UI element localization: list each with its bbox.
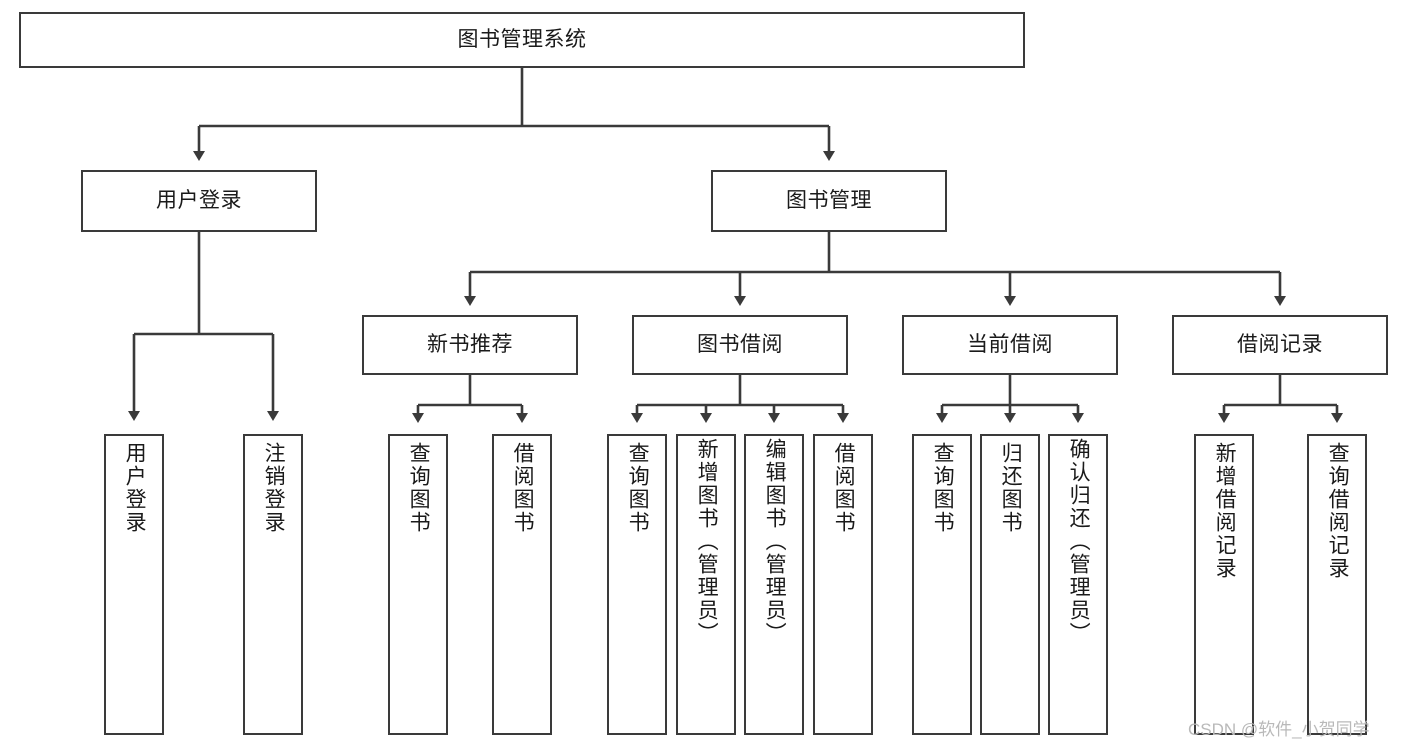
node-label: 查询图书	[407, 442, 431, 534]
node-label: 新书推荐	[427, 333, 513, 357]
leaf-add-book-admin[interactable]: 新增图书（管理员）	[676, 434, 736, 735]
leaf-borrow-book[interactable]: 借阅图书	[813, 434, 873, 735]
leaf-logout[interactable]: 注销登录	[243, 434, 303, 735]
leaf-add-borrow-record[interactable]: 新增借阅记录	[1194, 434, 1254, 735]
node-user-login[interactable]: 用户登录	[81, 170, 317, 232]
node-label: 编辑图书（管理员）	[763, 438, 787, 645]
node-book-management[interactable]: 图书管理	[711, 170, 947, 232]
leaf-edit-book-admin[interactable]: 编辑图书（管理员）	[744, 434, 804, 735]
node-label: 图书管理	[786, 189, 872, 213]
node-label: 确认归还（管理员）	[1067, 438, 1091, 645]
node-root-system[interactable]: 图书管理系统	[19, 12, 1025, 68]
node-new-book-recommend[interactable]: 新书推荐	[362, 315, 578, 375]
node-label: 图书借阅	[697, 333, 783, 357]
watermark-text: CSDN @软件_小贺同学	[1188, 720, 1370, 739]
node-label: 用户登录	[156, 189, 242, 213]
node-label: 借阅图书	[511, 442, 535, 534]
leaf-query-borrow-record[interactable]: 查询借阅记录	[1307, 434, 1367, 735]
node-label: 查询图书	[626, 442, 650, 534]
node-label: 当前借阅	[967, 333, 1053, 357]
node-label: 借阅记录	[1237, 333, 1323, 357]
node-book-borrow[interactable]: 图书借阅	[632, 315, 848, 375]
leaf-query-book-borrow[interactable]: 查询图书	[607, 434, 667, 735]
leaf-return-book[interactable]: 归还图书	[980, 434, 1040, 735]
node-label: 新增借阅记录	[1213, 442, 1237, 580]
node-label: 图书管理系统	[457, 28, 587, 52]
leaf-query-book-current[interactable]: 查询图书	[912, 434, 972, 735]
node-label: 注销登录	[262, 442, 286, 534]
leaf-query-book-recommend[interactable]: 查询图书	[388, 434, 448, 735]
node-current-borrow[interactable]: 当前借阅	[902, 315, 1118, 375]
node-label: 用户登录	[123, 442, 147, 534]
node-borrow-record[interactable]: 借阅记录	[1172, 315, 1388, 375]
leaf-user-login[interactable]: 用户登录	[104, 434, 164, 735]
leaf-confirm-return-admin[interactable]: 确认归还（管理员）	[1048, 434, 1108, 735]
node-label: 新增图书（管理员）	[695, 438, 719, 645]
node-label: 查询借阅记录	[1326, 442, 1350, 580]
node-label: 借阅图书	[832, 442, 856, 534]
leaf-borrow-book-recommend[interactable]: 借阅图书	[492, 434, 552, 735]
node-label: 查询图书	[931, 442, 955, 534]
node-label: 归还图书	[999, 442, 1023, 534]
